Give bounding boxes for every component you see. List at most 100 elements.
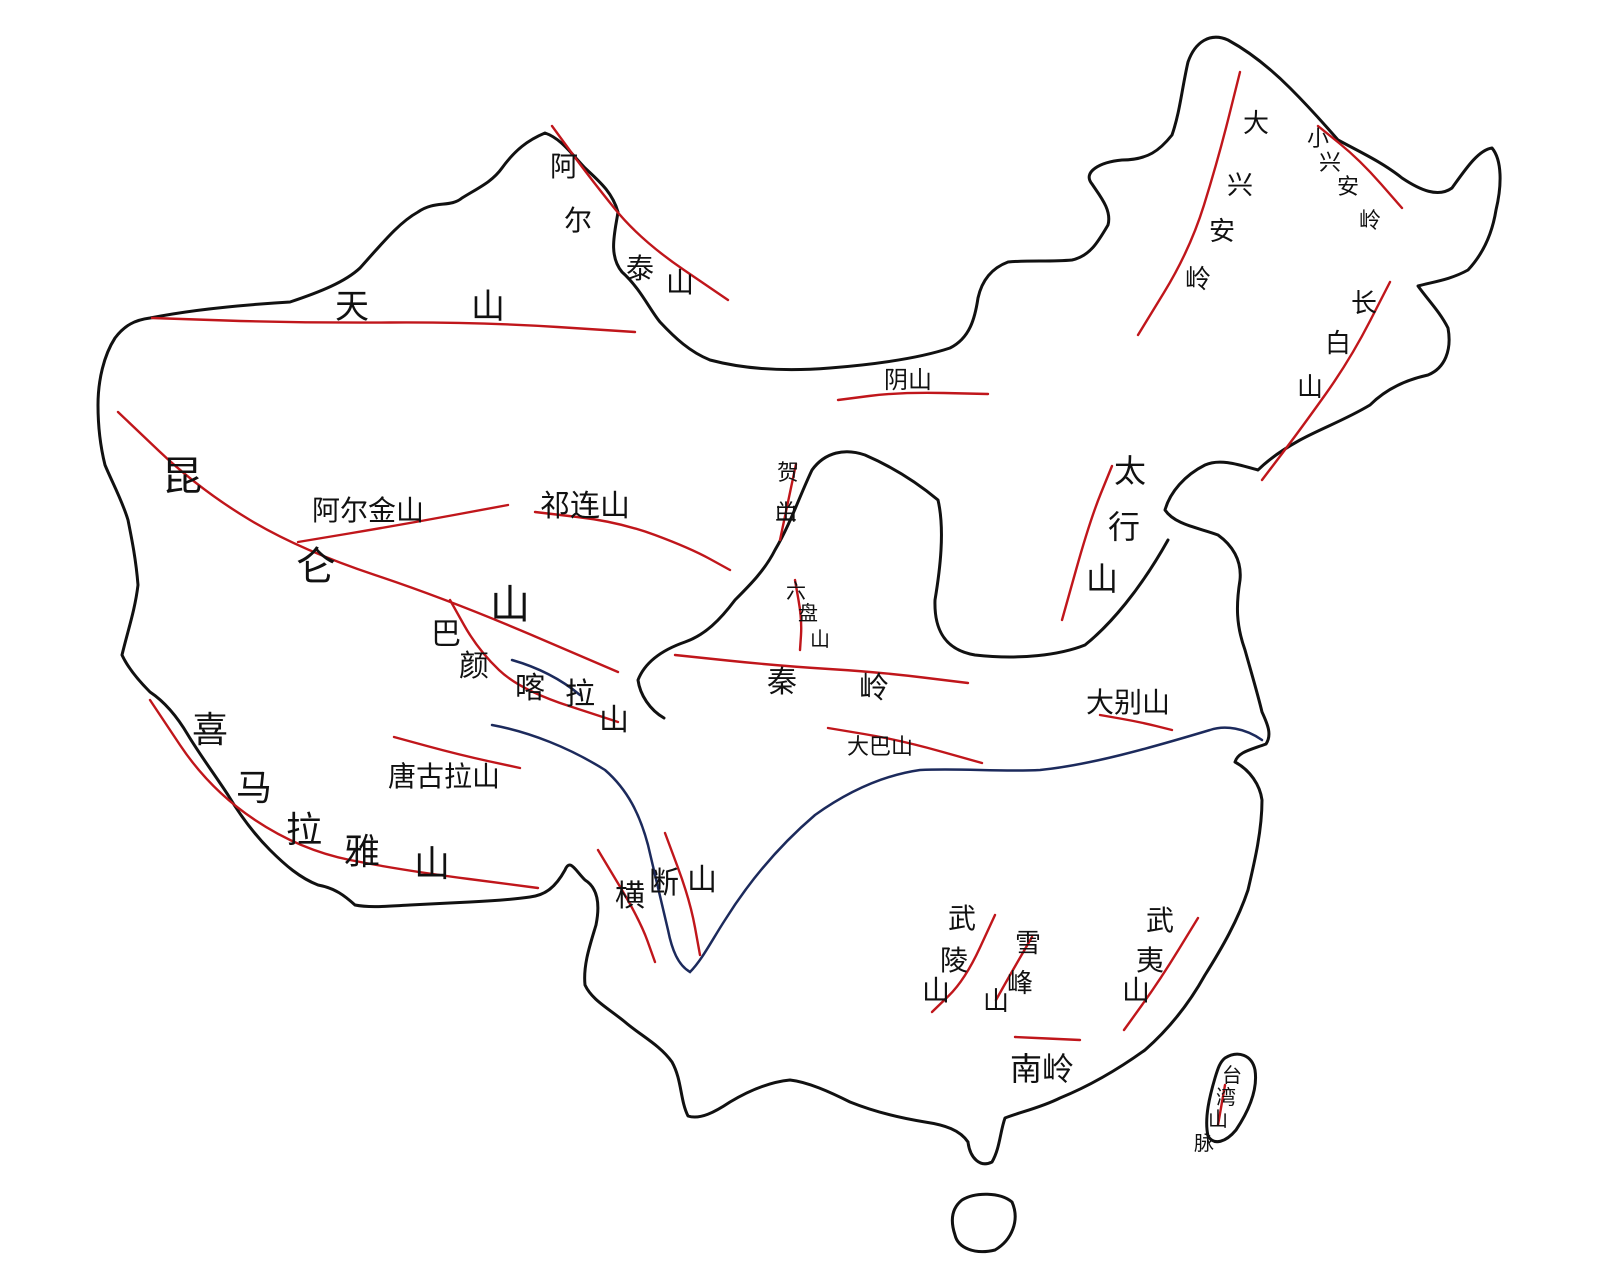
svg-text:安: 安 — [1209, 217, 1235, 247]
ridge-line-da-hinggan — [1136, 70, 1242, 337]
mountain-label-wuyi: 武夷山 — [1122, 904, 1174, 1007]
mountain-label-nanling: 南岭 — [1010, 1050, 1074, 1088]
svg-text:泰: 泰 — [626, 252, 654, 285]
svg-text:颜: 颜 — [459, 649, 489, 684]
bayan-har-boundary-line — [510, 658, 582, 697]
svg-text:六: 六 — [786, 579, 806, 603]
svg-text:白: 白 — [1325, 329, 1351, 359]
svg-text:喜: 喜 — [192, 710, 228, 751]
svg-text:山: 山 — [490, 582, 530, 628]
ridge-line-hengduan-2 — [663, 831, 702, 957]
ridge-line-nanling — [1013, 1035, 1082, 1042]
svg-text:秦: 秦 — [767, 665, 797, 700]
svg-text:阴山: 阴山 — [884, 366, 932, 394]
mountain-label-wuling: 武陵山 — [922, 902, 976, 1007]
svg-text:长: 长 — [1351, 289, 1377, 319]
svg-text:山: 山 — [775, 501, 797, 526]
ridge-line-altun — [296, 503, 510, 544]
ridge-line-dabie — [1098, 713, 1174, 732]
svg-text:阿: 阿 — [550, 150, 578, 183]
svg-text:喀: 喀 — [515, 671, 545, 706]
ridge-line-qilian — [533, 510, 732, 572]
svg-text:岭: 岭 — [1359, 209, 1381, 234]
svg-text:拉: 拉 — [286, 810, 322, 851]
mountain-label-tianshan: 天山 — [335, 287, 505, 327]
svg-text:小: 小 — [1307, 127, 1329, 152]
ridge-line-helan — [778, 462, 798, 542]
svg-text:峰: 峰 — [1007, 969, 1033, 999]
svg-text:巴: 巴 — [431, 617, 461, 652]
yangtze-boundary-line — [490, 723, 1264, 974]
mountain-label-hengduan: 横断山 — [615, 863, 717, 914]
mountain-label-altai: 阿尔泰山 — [550, 150, 694, 299]
ridge-line-tianshan — [150, 316, 637, 334]
svg-text:山: 山 — [414, 844, 450, 885]
svg-text:雪: 雪 — [1015, 929, 1041, 959]
svg-text:仑: 仑 — [296, 544, 336, 590]
svg-text:拉: 拉 — [565, 677, 595, 712]
svg-text:山: 山 — [1208, 1107, 1228, 1131]
svg-text:大别山: 大别山 — [1086, 686, 1170, 719]
svg-text:尔: 尔 — [564, 204, 592, 237]
ridge-line-taiwan — [1216, 1083, 1227, 1127]
svg-text:山: 山 — [687, 863, 717, 898]
ridge-line-liupan — [793, 578, 803, 652]
mountain-label-changbai: 长白山 — [1297, 289, 1377, 403]
ridge-line-hengduan-1 — [596, 848, 657, 964]
svg-text:兰: 兰 — [775, 501, 797, 526]
svg-text:湾: 湾 — [1216, 1085, 1236, 1109]
svg-text:唐古拉山: 唐古拉山 — [388, 760, 500, 793]
mountain-label-dabie: 大别山 — [1086, 686, 1170, 719]
svg-text:行: 行 — [1108, 508, 1140, 546]
hainan-island-outline — [950, 1192, 1017, 1254]
mountain-label-kunlun: 昆仑山 — [162, 454, 530, 628]
svg-text:脉: 脉 — [1194, 1131, 1214, 1155]
svg-text:武: 武 — [948, 902, 976, 935]
svg-text:岭: 岭 — [859, 671, 889, 706]
taiwan-island-outline — [1205, 1052, 1258, 1144]
svg-text:山: 山 — [1297, 373, 1323, 403]
svg-text:阿尔金山: 阿尔金山 — [312, 494, 424, 527]
svg-text:山: 山 — [922, 974, 950, 1007]
mountain-label-bayan-har: 巴颜喀拉山 — [431, 617, 629, 738]
svg-text:安: 安 — [1337, 175, 1359, 200]
mountain-label-helan: 贺兰山 — [775, 461, 799, 526]
svg-text:大巴山: 大巴山 — [847, 735, 913, 760]
mountain-labels: 天山阿尔泰山阴山大兴安岭小兴安岭长白山昆仑山阿尔金山祁连山贺兰山太行山六盘山巴颜… — [162, 109, 1381, 1155]
ridge-line-wuling — [930, 913, 997, 1014]
ridge-line-yinshan — [836, 391, 990, 402]
mountain-label-qinling: 秦岭 — [767, 665, 889, 706]
svg-text:夷: 夷 — [1136, 944, 1164, 977]
mountain-label-liupan: 六盘山 — [786, 579, 830, 651]
mountain-label-yinshan: 阴山 — [884, 366, 932, 394]
inland-gulf-outline — [636, 450, 1170, 720]
country-outline — [96, 35, 1502, 1166]
mountain-label-altun: 阿尔金山 — [312, 494, 424, 527]
svg-text:山: 山 — [983, 987, 1009, 1017]
svg-text:台: 台 — [1222, 1063, 1242, 1087]
svg-text:陵: 陵 — [940, 944, 968, 977]
svg-text:马: 马 — [236, 768, 272, 809]
ridge-line-taihang — [1060, 464, 1114, 622]
svg-text:兴: 兴 — [1227, 171, 1253, 201]
mountain-label-himalaya: 喜马拉雅山 — [192, 710, 450, 885]
svg-text:祁连山: 祁连山 — [540, 489, 630, 524]
svg-text:盘: 盘 — [798, 601, 818, 625]
ridge-line-xuefeng — [994, 935, 1034, 1002]
svg-text:太: 太 — [1114, 452, 1146, 490]
ridge-line-wuyi — [1122, 916, 1200, 1032]
svg-text:山: 山 — [810, 627, 830, 651]
svg-text:贺: 贺 — [777, 461, 799, 486]
svg-text:天: 天 — [335, 287, 369, 327]
svg-text:断: 断 — [649, 866, 679, 901]
svg-text:山: 山 — [471, 287, 505, 327]
svg-text:大: 大 — [1243, 109, 1269, 139]
svg-text:山: 山 — [599, 703, 629, 738]
ridge-line-daba — [826, 726, 984, 765]
ridge-line-xiao-hinggan — [1316, 124, 1404, 210]
svg-text:岭: 岭 — [1185, 265, 1211, 295]
svg-text:雅: 雅 — [344, 832, 380, 873]
